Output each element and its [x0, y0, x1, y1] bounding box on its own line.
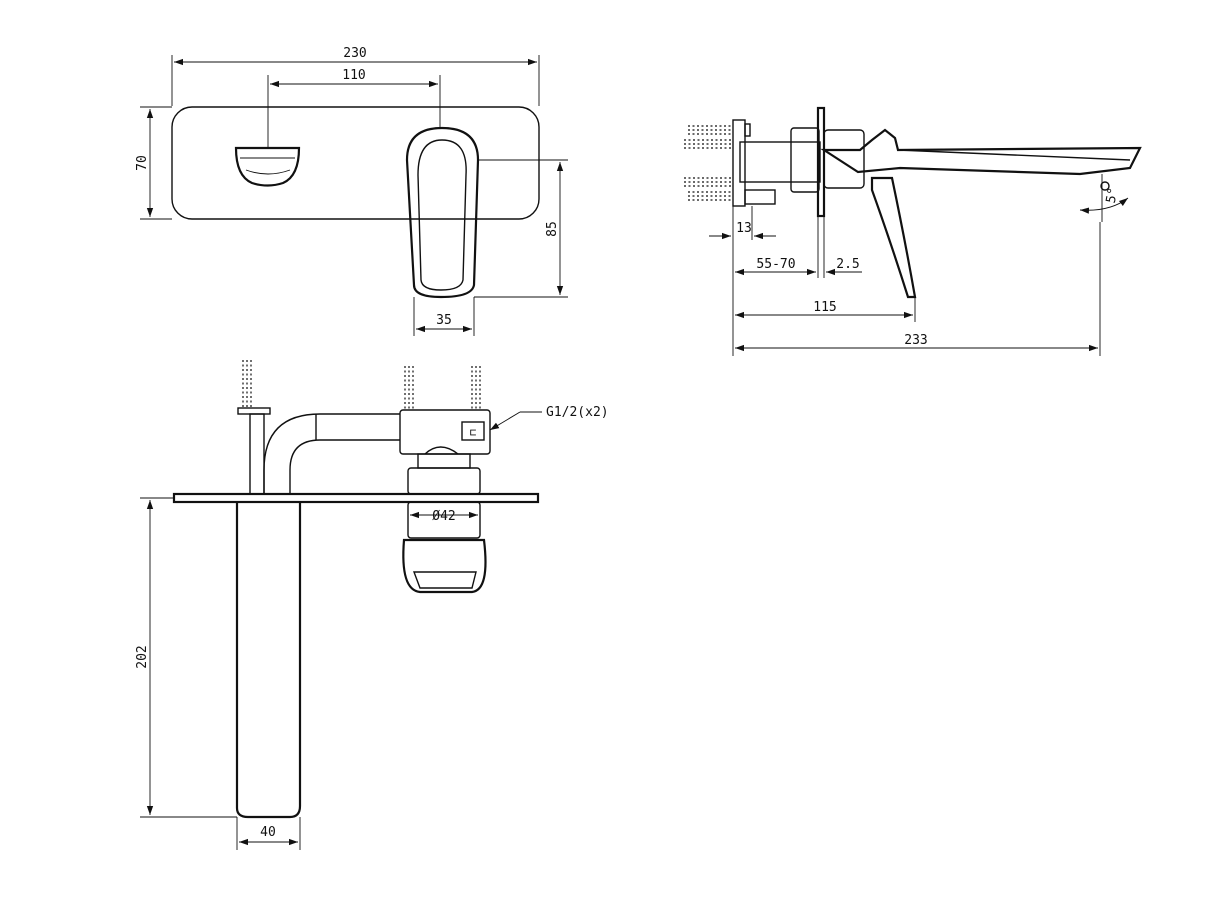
- dim-top-spout-length: 202: [135, 645, 150, 668]
- front-view: 230 110 70 85 35: [135, 46, 568, 336]
- top-wall-plate: [172, 492, 540, 504]
- dim-top-spout-width: 40: [260, 825, 276, 840]
- dim-side-plate-gap: 13: [736, 221, 752, 236]
- dim-front-handle-offset: 110: [342, 68, 365, 83]
- side-screw-upper: [688, 125, 733, 135]
- side-spout: [820, 128, 1142, 176]
- dim-front-handle-drop: 85: [545, 221, 560, 237]
- dim-side-handle-projection: 115: [813, 300, 836, 315]
- top-lever-handle: [402, 538, 487, 594]
- dim-top-connection: G1/2(x2): [546, 405, 609, 420]
- side-wall-plate: [816, 106, 826, 218]
- top-spout: [235, 502, 302, 819]
- front-diverter-knob: [234, 146, 301, 187]
- dim-front-width: 230: [343, 46, 366, 61]
- top-screw-left: [242, 360, 252, 408]
- top-cartridge: [407, 467, 481, 495]
- top-elbow-pipe: [263, 413, 400, 494]
- dim-side-spout-projection: 233: [904, 333, 927, 348]
- front-lever-handle: [405, 126, 480, 299]
- side-screw-lower: [688, 191, 733, 201]
- dim-side-spout-angle: 5°: [1104, 186, 1121, 204]
- dim-top-cartridge-dia: Ø42: [432, 509, 455, 524]
- side-body: [739, 141, 821, 183]
- top-view: ⊏ G1/2(x2) Ø42 202 40: [135, 360, 609, 850]
- side-view: 5° 13 55-70 2.5 115 233: [684, 106, 1142, 356]
- side-lever: [870, 176, 917, 299]
- dim-side-plate-thickness: 2.5: [836, 257, 859, 272]
- dim-front-plate-height: 70: [135, 155, 150, 171]
- dim-side-wall-depth: 55-70: [756, 257, 795, 272]
- svg-text:⊏: ⊏: [470, 426, 477, 439]
- side-bracket: [732, 119, 746, 207]
- top-screw-right: [471, 366, 481, 410]
- top-screw-middle: [404, 366, 414, 410]
- dim-front-handle-width: 35: [436, 313, 452, 328]
- front-back-plate: [171, 106, 540, 220]
